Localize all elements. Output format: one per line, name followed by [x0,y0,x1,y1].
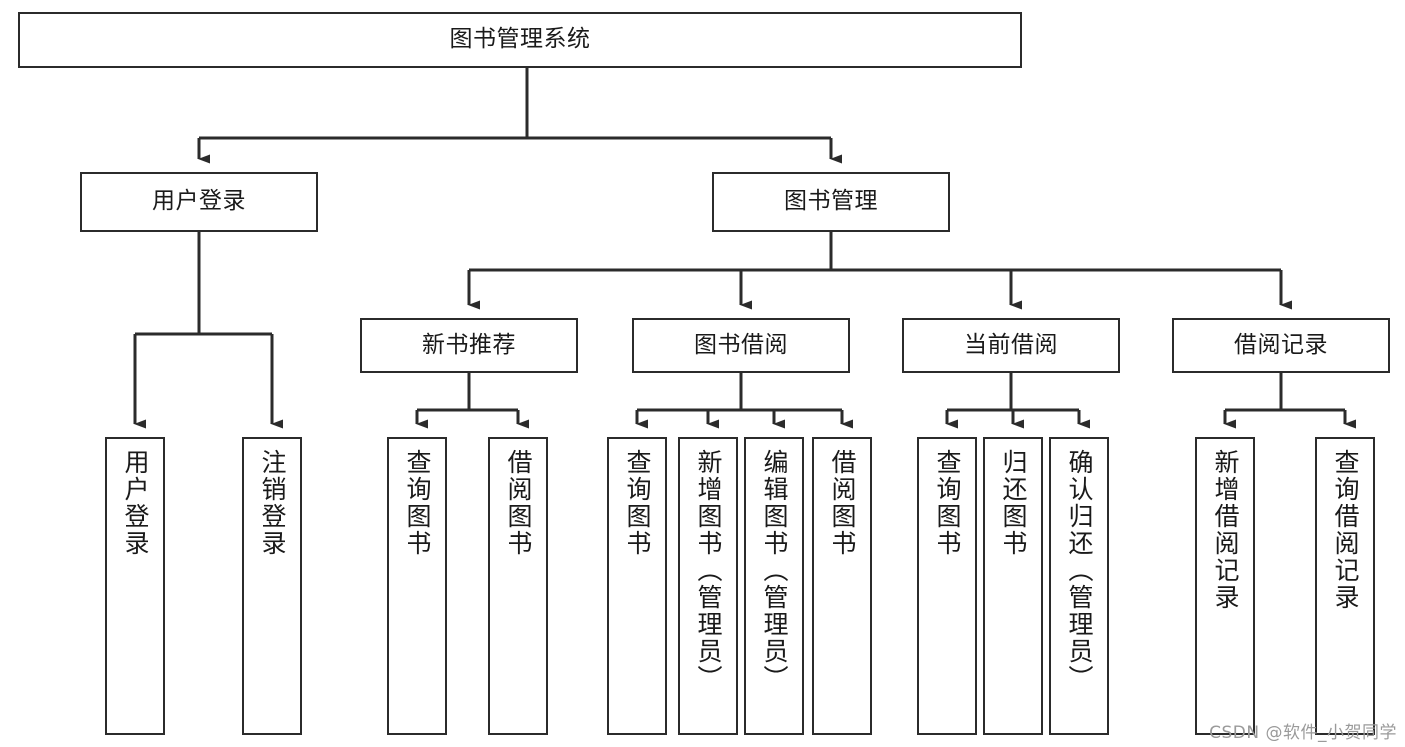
node-label-leaf-query-book-rec: 查询图书 [403,449,432,557]
node-leaf-logout-login[interactable]: 注销登录 [242,437,302,735]
node-label-leaf-borrow-book-rec: 借阅图书 [504,449,533,557]
node-leaf-user-login[interactable]: 用户登录 [105,437,165,735]
node-label-leaf-query-book-current: 查询图书 [933,449,962,557]
node-label-new-book-recommend: 新书推荐 [422,331,516,358]
node-leaf-borrow-book-rec[interactable]: 借阅图书 [488,437,548,735]
node-label-leaf-confirm-return-admin: 确认归还（管理员） [1065,449,1094,692]
node-label-book-manage: 图书管理 [784,188,878,215]
node-book-manage[interactable]: 图书管理 [712,172,950,232]
watermark-text: CSDN @软件_小贺同学 [1209,723,1397,743]
node-label-borrow-record: 借阅记录 [1234,331,1328,358]
node-label-leaf-logout-login: 注销登录 [258,449,287,557]
node-leaf-return-book[interactable]: 归还图书 [983,437,1043,735]
node-new-book-recommend[interactable]: 新书推荐 [360,318,578,373]
node-user-login[interactable]: 用户登录 [80,172,318,232]
node-label-root: 图书管理系统 [449,26,591,53]
node-label-leaf-return-book: 归还图书 [999,449,1028,557]
node-leaf-edit-book-admin[interactable]: 编辑图书（管理员） [744,437,804,735]
node-label-leaf-add-borrow-record: 新增借阅记录 [1211,449,1240,611]
node-label-leaf-add-book-admin: 新增图书（管理员） [694,449,723,692]
node-leaf-query-borrow-record[interactable]: 查询借阅记录 [1315,437,1375,735]
node-borrow-record[interactable]: 借阅记录 [1172,318,1390,373]
node-label-leaf-query-book-borrow: 查询图书 [623,449,652,557]
node-label-leaf-user-login: 用户登录 [121,449,150,557]
node-leaf-confirm-return-admin[interactable]: 确认归还（管理员） [1049,437,1109,735]
node-leaf-borrow-book[interactable]: 借阅图书 [812,437,872,735]
node-label-leaf-query-borrow-record: 查询借阅记录 [1331,449,1360,611]
node-label-leaf-borrow-book: 借阅图书 [828,449,857,557]
node-leaf-add-book-admin[interactable]: 新增图书（管理员） [678,437,738,735]
node-book-borrow[interactable]: 图书借阅 [632,318,850,373]
node-leaf-add-borrow-record[interactable]: 新增借阅记录 [1195,437,1255,735]
node-current-borrow[interactable]: 当前借阅 [902,318,1120,373]
node-leaf-query-book-borrow[interactable]: 查询图书 [607,437,667,735]
node-label-user-login: 用户登录 [152,188,246,215]
node-root[interactable]: 图书管理系统 [18,12,1022,68]
node-label-leaf-edit-book-admin: 编辑图书（管理员） [760,449,789,692]
node-label-current-borrow: 当前借阅 [964,331,1058,358]
node-leaf-query-book-current[interactable]: 查询图书 [917,437,977,735]
node-label-book-borrow: 图书借阅 [694,331,788,358]
node-leaf-query-book-rec[interactable]: 查询图书 [387,437,447,735]
